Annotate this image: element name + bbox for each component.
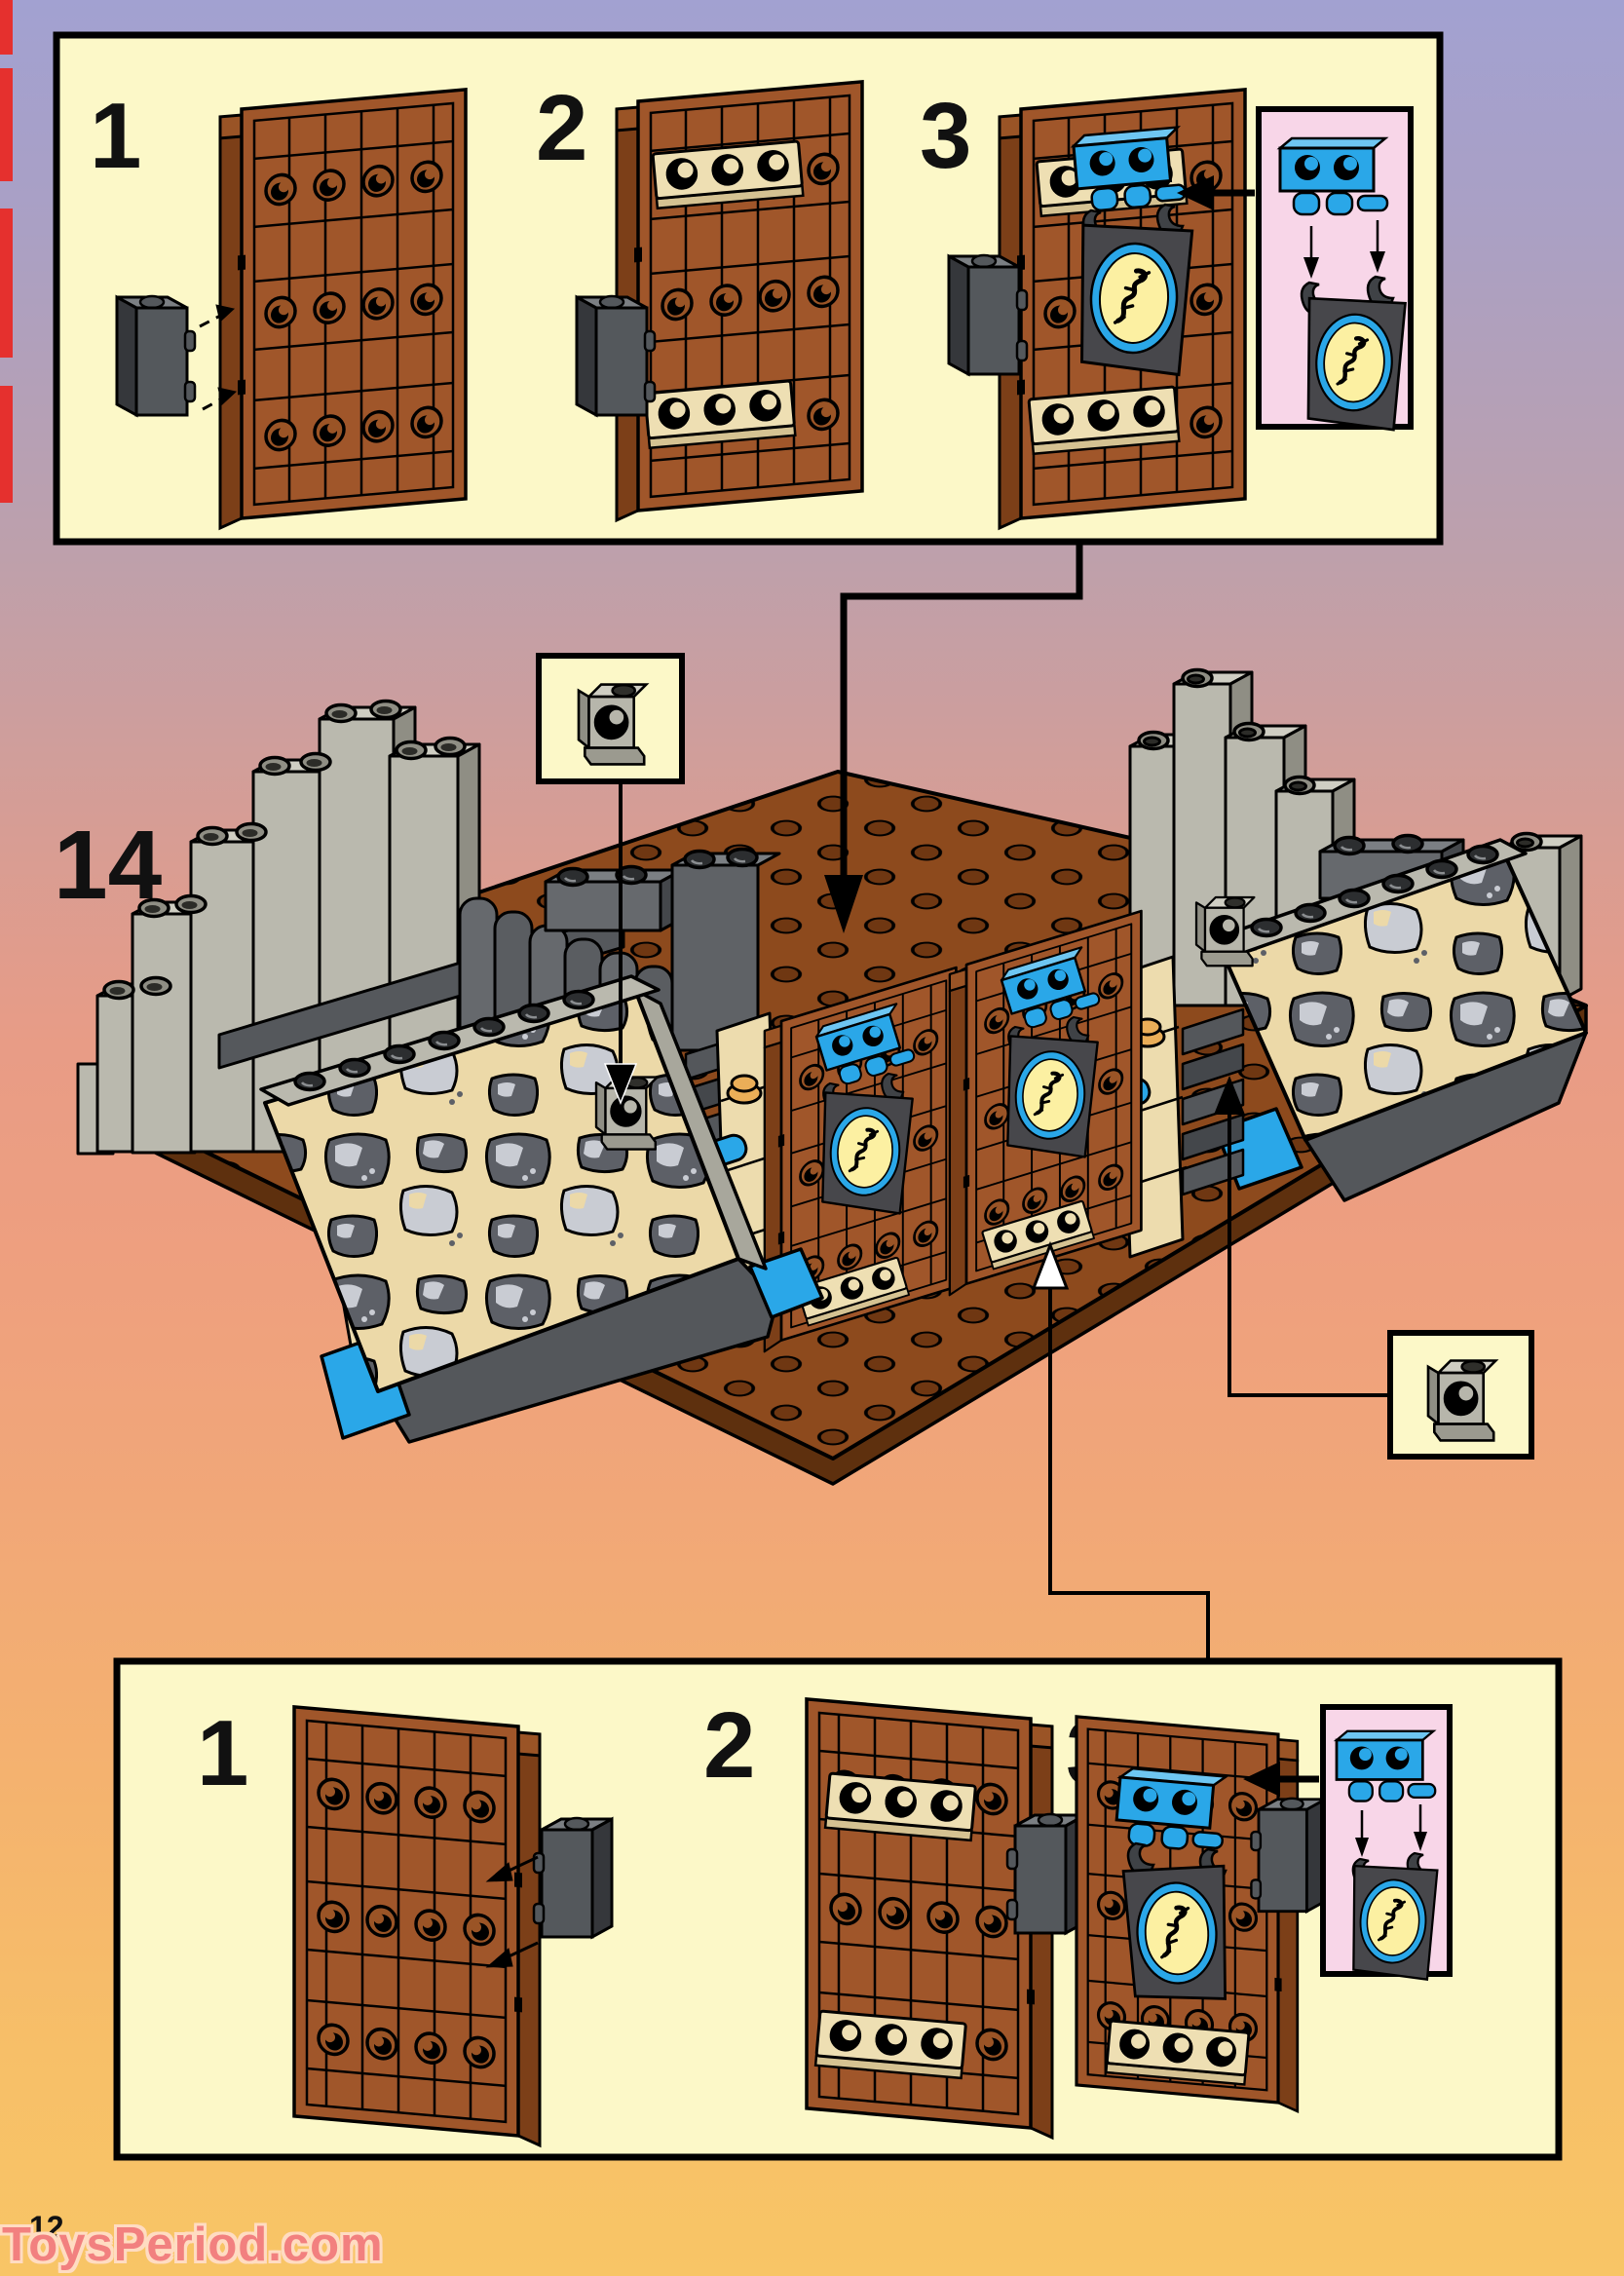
tan-plate: [653, 141, 803, 209]
top-step-1-number: 1: [90, 84, 141, 188]
dragon-flag: [1123, 1866, 1230, 2003]
arrow-down-icon: [603, 1063, 638, 1106]
top-step1-hinge-brick: [115, 294, 197, 417]
top-step1-arrows: [199, 304, 238, 411]
callout-box-right: [1387, 1330, 1534, 1460]
bottom-inset-arrow: [1243, 1762, 1319, 1797]
top-step1-door: [220, 90, 466, 528]
dragon-flag: [817, 1092, 913, 1213]
page-number: 12: [29, 2210, 64, 2245]
print-mark: [0, 0, 13, 55]
bottom-step-2-number: 2: [703, 1693, 755, 1798]
top-assembly-panel: 1 2 3: [53, 31, 1444, 546]
top-inset-arrow: [1177, 175, 1255, 210]
print-mark: [0, 209, 13, 358]
bottom-step-1-number: 1: [197, 1701, 248, 1805]
dragon-flag: [1002, 1036, 1098, 1157]
bottom-parts-inset: [1320, 1704, 1453, 1980]
top-step-2-number: 2: [536, 76, 587, 180]
bottom-step2-door: [807, 1699, 1087, 2138]
leader-arrows: [603, 542, 1390, 1661]
callout-box-left: [536, 653, 685, 784]
dragon-flag-icon: [1348, 1866, 1437, 1980]
print-mark: [0, 68, 13, 181]
watermark: ToysPeriod.com: [2, 2219, 384, 2271]
main-model: [76, 667, 1588, 1486]
dragon-flag: [1076, 225, 1192, 375]
bottom-step1-door: [294, 1707, 540, 2145]
tan-plate: [645, 381, 795, 448]
bottom-assembly-panel: 1 2 3: [113, 1657, 1563, 2161]
top-step2-door: [575, 82, 862, 520]
blue-slope: [748, 1247, 824, 1319]
blue-hinge-plate-icon: [1278, 136, 1389, 216]
bottom-step1-arrows: [485, 1855, 539, 1968]
arrow-down-icon: [824, 875, 863, 933]
top-parts-inset: [1256, 106, 1414, 430]
top-step-3-number: 3: [920, 84, 971, 188]
arrow-up-icon: [1031, 1240, 1070, 1290]
dragon-flag-icon: [1303, 298, 1405, 430]
print-mark: [0, 386, 13, 503]
blue-hinge-plate-icon: [1335, 1729, 1437, 1802]
blue-hinge-plate: [1113, 1765, 1229, 1854]
bottom-step1-hinge-brick: [532, 1816, 614, 1939]
arrow-up-icon: [1214, 1076, 1245, 1115]
